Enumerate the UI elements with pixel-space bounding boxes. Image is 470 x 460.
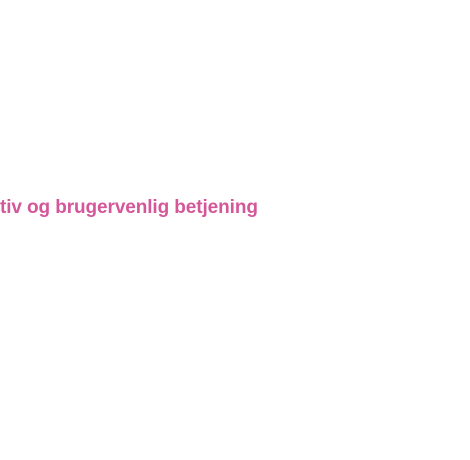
headline-text: tiv og brugervenlig betjening [0,197,258,218]
